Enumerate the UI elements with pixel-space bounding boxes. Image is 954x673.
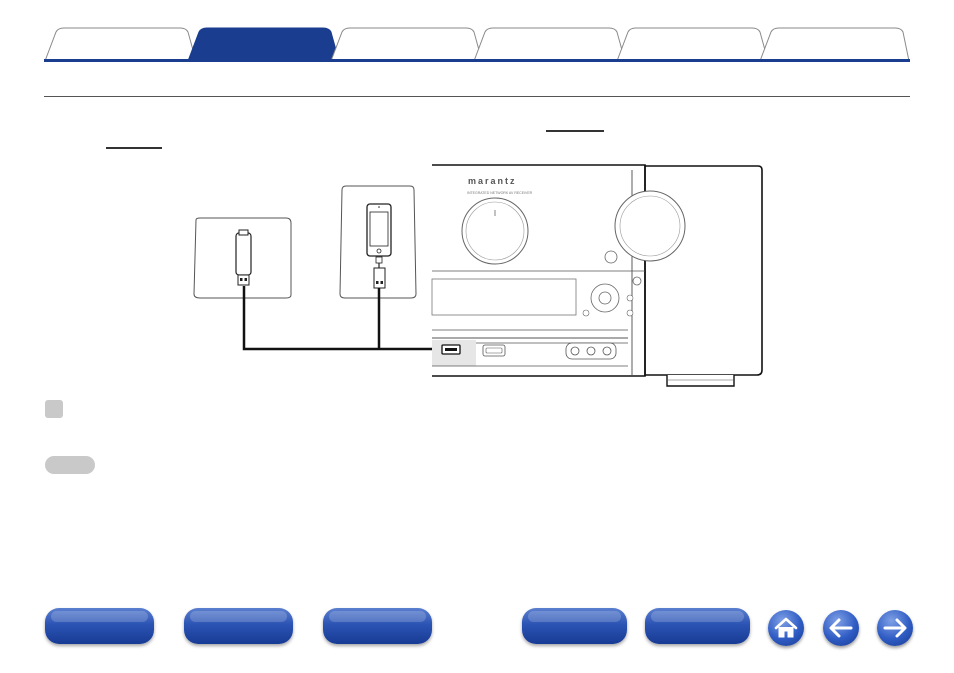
back-button[interactable] — [823, 610, 859, 646]
home-icon — [774, 617, 798, 638]
arrow-right-icon — [883, 618, 907, 638]
tab-1-shape — [44, 27, 197, 62]
model-line: INTEGRATED NETWORK AV RECEIVER — [467, 191, 533, 195]
tab-4[interactable] — [485, 36, 617, 56]
tab-6[interactable] — [771, 36, 903, 56]
av-receiver-front-panel: marantz INTEGRATED NETWORK AV RECEIVER — [431, 164, 763, 387]
underlined-link-left[interactable] — [106, 147, 162, 149]
tab-6-shape — [759, 27, 910, 62]
nav-button-3[interactable] — [323, 608, 432, 644]
tab-3-shape — [330, 27, 483, 62]
underlined-link-right[interactable] — [546, 130, 604, 132]
tab-2[interactable] — [199, 36, 331, 56]
note-marker-pill — [45, 456, 95, 474]
connection-diagram: marantz INTEGRATED NETWORK AV RECEIVER — [193, 164, 763, 387]
usb-cables — [242, 286, 445, 351]
nav-button-1[interactable] — [45, 608, 154, 644]
tab-bar — [44, 26, 910, 62]
arrow-left-icon — [829, 618, 853, 638]
tab-shapes — [44, 27, 910, 62]
nav-button-2[interactable] — [184, 608, 293, 644]
section-marker-square — [45, 400, 63, 418]
nav-button-5[interactable] — [645, 608, 750, 644]
nav-button-4[interactable] — [522, 608, 627, 644]
tab-baseline — [44, 59, 910, 62]
usb-memory-icon — [193, 217, 292, 299]
tab-1[interactable] — [56, 36, 188, 56]
tab-2-shape — [187, 27, 340, 62]
forward-button[interactable] — [877, 610, 913, 646]
tab-5-shape — [616, 27, 769, 62]
tab-4-shape — [473, 27, 626, 62]
tab-5[interactable] — [628, 36, 760, 56]
tab-3[interactable] — [342, 36, 474, 56]
ipod-icon — [339, 185, 417, 299]
section-divider — [44, 96, 910, 97]
brand-logo: marantz — [468, 176, 517, 186]
home-button[interactable] — [768, 610, 804, 646]
